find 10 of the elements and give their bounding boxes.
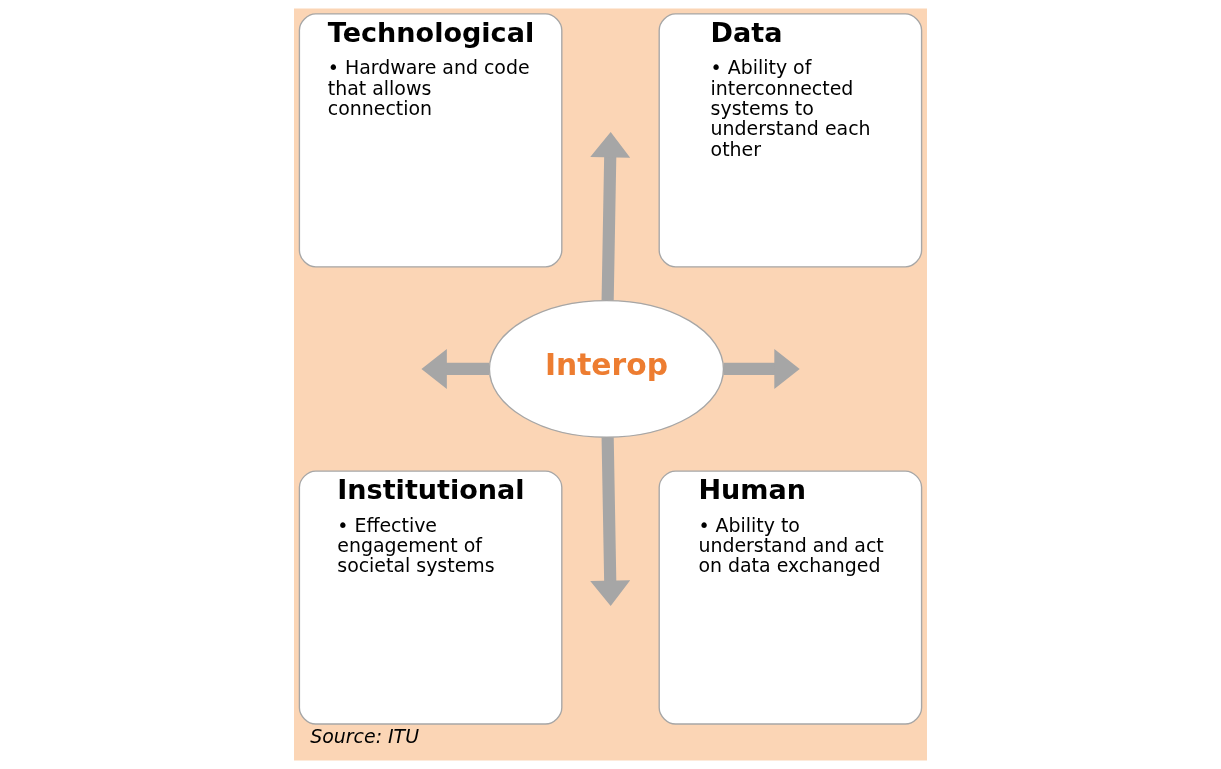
node-box: Data • Ability of interconnected systems to understand each other (658, 13, 923, 268)
arrow (723, 348, 800, 389)
arrow (590, 132, 631, 301)
caption: Source: ITU (310, 725, 420, 748)
arrow (590, 437, 631, 606)
arrow (421, 348, 490, 389)
node-box: Institutional • Effective engagement of societal systems (298, 470, 563, 725)
node-box: Technological • Hardware and code that allows connection (298, 13, 563, 268)
node-ellipse: Interop (488, 299, 725, 438)
node-box: Human • Ability to understand and act on data exchanged (658, 470, 923, 725)
